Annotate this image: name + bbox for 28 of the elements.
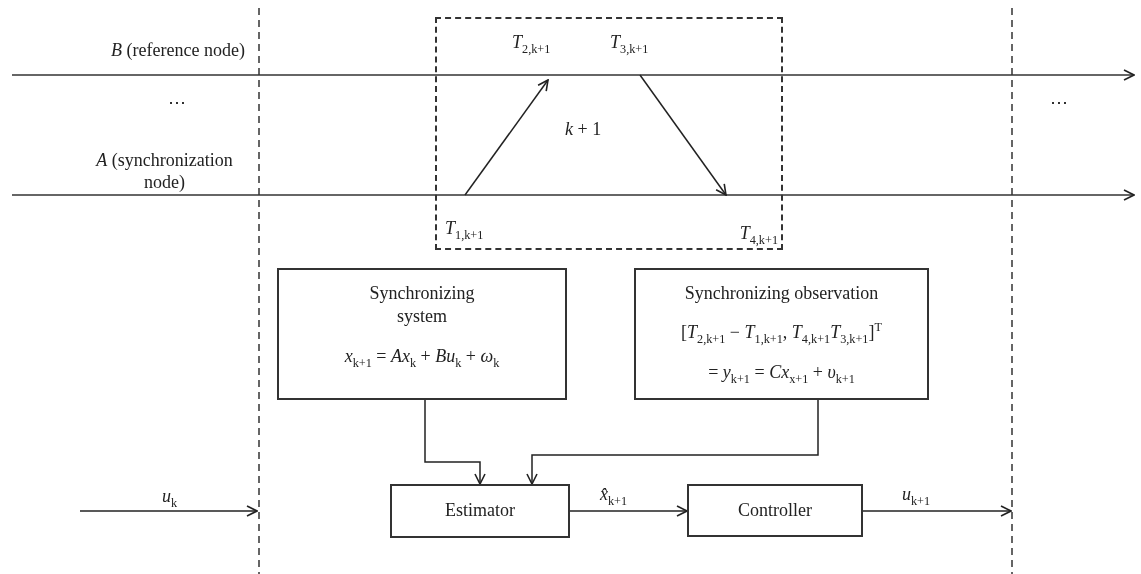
process-box <box>687 484 863 537</box>
arrow <box>862 505 1012 517</box>
timestamp-label: T$_{2,k+1}$ <box>512 32 574 80</box>
equation: x$_{k+1}$ = Ax$_{k}$ + Bu$_{k}$ + ω$_{k}$ <box>344 344 500 369</box>
equation: = y$_{k+1}$ = Cx$_{x+1}$ + υ$_{k+1}$ <box>708 360 855 385</box>
equation: [T$_{2,k+1}$ − T$_{1,k+1}$, T$_{4,k+1}$T$_{3,k+1}$]$^{T}$ <box>681 321 882 345</box>
equation-box <box>634 268 929 400</box>
ellipsis: ⋯ <box>168 92 186 114</box>
interval-label: k + 1 <box>565 119 602 140</box>
arrow <box>464 79 549 196</box>
timestamp-label: T$_{3,k+1}$ <box>610 32 672 75</box>
dashed-region <box>435 17 783 250</box>
box-title: Synchronizing system <box>368 282 476 329</box>
timeline-label: B (reference node) <box>110 40 245 62</box>
arrow <box>569 505 688 517</box>
equation-box <box>277 268 567 400</box>
ellipsis: ⋯ <box>1050 92 1068 114</box>
process-box <box>390 484 570 538</box>
arrow <box>639 74 727 196</box>
timeline-label: A (synchronization node) <box>94 150 234 194</box>
box-title: Synchronizing observation <box>684 282 879 305</box>
timestamp-label: T$_{4,k+1}$ <box>712 195 778 245</box>
timestamp-label: T$_{1,k+1}$ <box>445 195 507 240</box>
signal-label: u$_{k}$ <box>162 486 178 508</box>
arrow <box>526 399 819 485</box>
arrow <box>424 399 486 485</box>
box-title: Estimator <box>445 499 515 523</box>
box-title: Controller <box>738 498 812 522</box>
